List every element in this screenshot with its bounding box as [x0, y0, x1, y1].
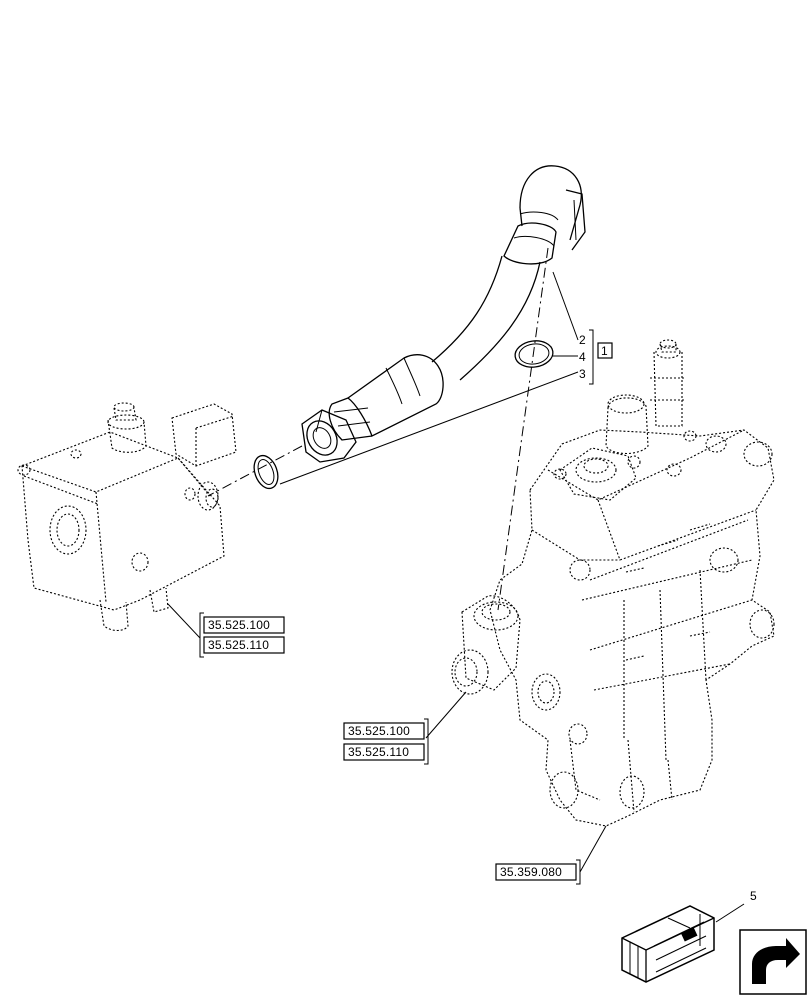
main-control-valve[interactable] — [451, 339, 775, 827]
callout-4: 4 — [579, 350, 586, 364]
ref-port-a-label: 35.525.100 — [348, 724, 410, 738]
leader-item-5 — [715, 903, 745, 923]
ref-bracket-control-valve — [576, 859, 581, 885]
return-arrow-icon[interactable] — [739, 929, 807, 995]
o-ring-item-3[interactable] — [250, 452, 282, 491]
group-ref-label: 1 — [601, 344, 608, 358]
ref-bracket-solenoid — [199, 612, 204, 658]
callout-2: 2 — [579, 333, 586, 347]
leader-solenoid-ref — [167, 603, 201, 639]
leader-port-ref — [425, 691, 467, 739]
callout-3: 3 — [579, 367, 586, 381]
group-ref-1[interactable]: 1 — [597, 342, 613, 359]
ref-port-b-label: 35.525.110 — [348, 745, 409, 759]
ref-solenoid-b-label: 35.525.110 — [208, 638, 269, 652]
leader-valve-ref — [579, 825, 607, 873]
ref-solenoid-a-label: 35.525.100 — [208, 618, 270, 632]
ref-bracket-port — [424, 718, 429, 765]
ref-box-port-a[interactable]: 35.525.100 — [343, 722, 425, 740]
ref-box-control-valve[interactable]: 35.359.080 — [495, 863, 577, 881]
hydraulic-hose[interactable] — [301, 165, 586, 463]
callout-5: 5 — [750, 889, 757, 903]
ref-box-solenoid-a[interactable]: 35.525.100 — [203, 616, 285, 634]
callout-leaders — [279, 271, 594, 485]
kit-box-icon[interactable] — [621, 905, 715, 983]
ref-box-solenoid-b[interactable]: 35.525.110 — [203, 636, 285, 654]
solenoid-valve-block[interactable] — [17, 402, 237, 632]
assembly-axis-lines — [207, 247, 549, 611]
o-ring-item-4[interactable] — [513, 338, 554, 369]
ref-control-valve-label: 35.359.080 — [500, 865, 562, 879]
ref-box-port-b[interactable]: 35.525.110 — [343, 743, 425, 761]
